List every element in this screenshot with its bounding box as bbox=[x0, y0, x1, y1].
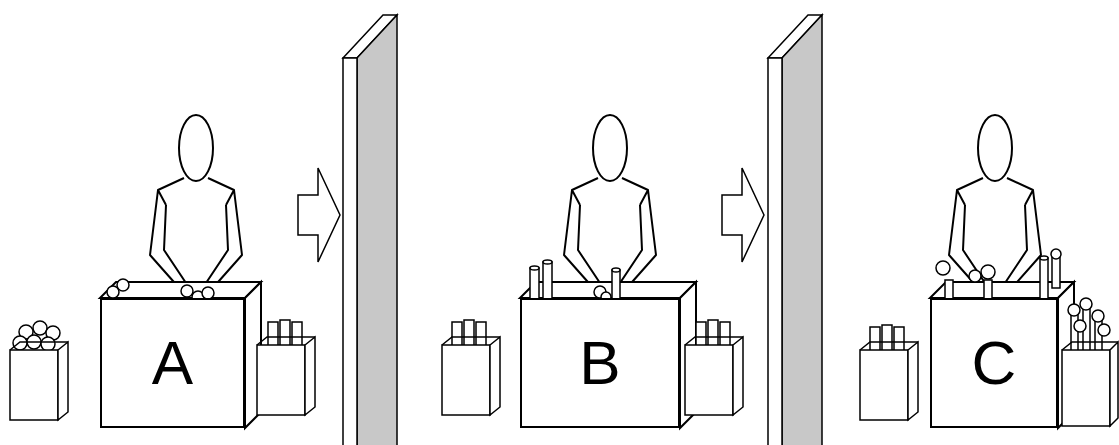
table-a-surface bbox=[100, 282, 261, 428]
table-b-surface bbox=[520, 282, 696, 428]
table-front: C bbox=[930, 298, 1058, 428]
person-figure bbox=[564, 115, 656, 290]
wall bbox=[343, 15, 397, 445]
balls-in-bin bbox=[13, 321, 60, 351]
block-arrow bbox=[298, 168, 340, 262]
bin bbox=[685, 337, 743, 415]
blocks-in-bin bbox=[696, 320, 730, 348]
table-label: B bbox=[579, 332, 620, 394]
blocks-in-bin bbox=[870, 325, 904, 353]
table-c-surface bbox=[930, 282, 1074, 428]
blocks-in-bin bbox=[452, 320, 486, 348]
bin bbox=[10, 342, 68, 420]
bin bbox=[1062, 342, 1118, 426]
bin bbox=[860, 342, 918, 420]
blocks-in-bin bbox=[268, 320, 302, 348]
pegs-and-balls-in-bin bbox=[1068, 298, 1110, 352]
table-front: A bbox=[100, 298, 245, 428]
block-arrow bbox=[722, 168, 764, 262]
table-label: A bbox=[152, 332, 193, 394]
person-figure bbox=[150, 115, 242, 290]
wall bbox=[768, 15, 822, 445]
table-front: B bbox=[520, 298, 680, 428]
person-figure bbox=[949, 115, 1041, 290]
bin bbox=[257, 337, 315, 415]
bin bbox=[442, 337, 500, 415]
table-label: C bbox=[972, 332, 1017, 394]
